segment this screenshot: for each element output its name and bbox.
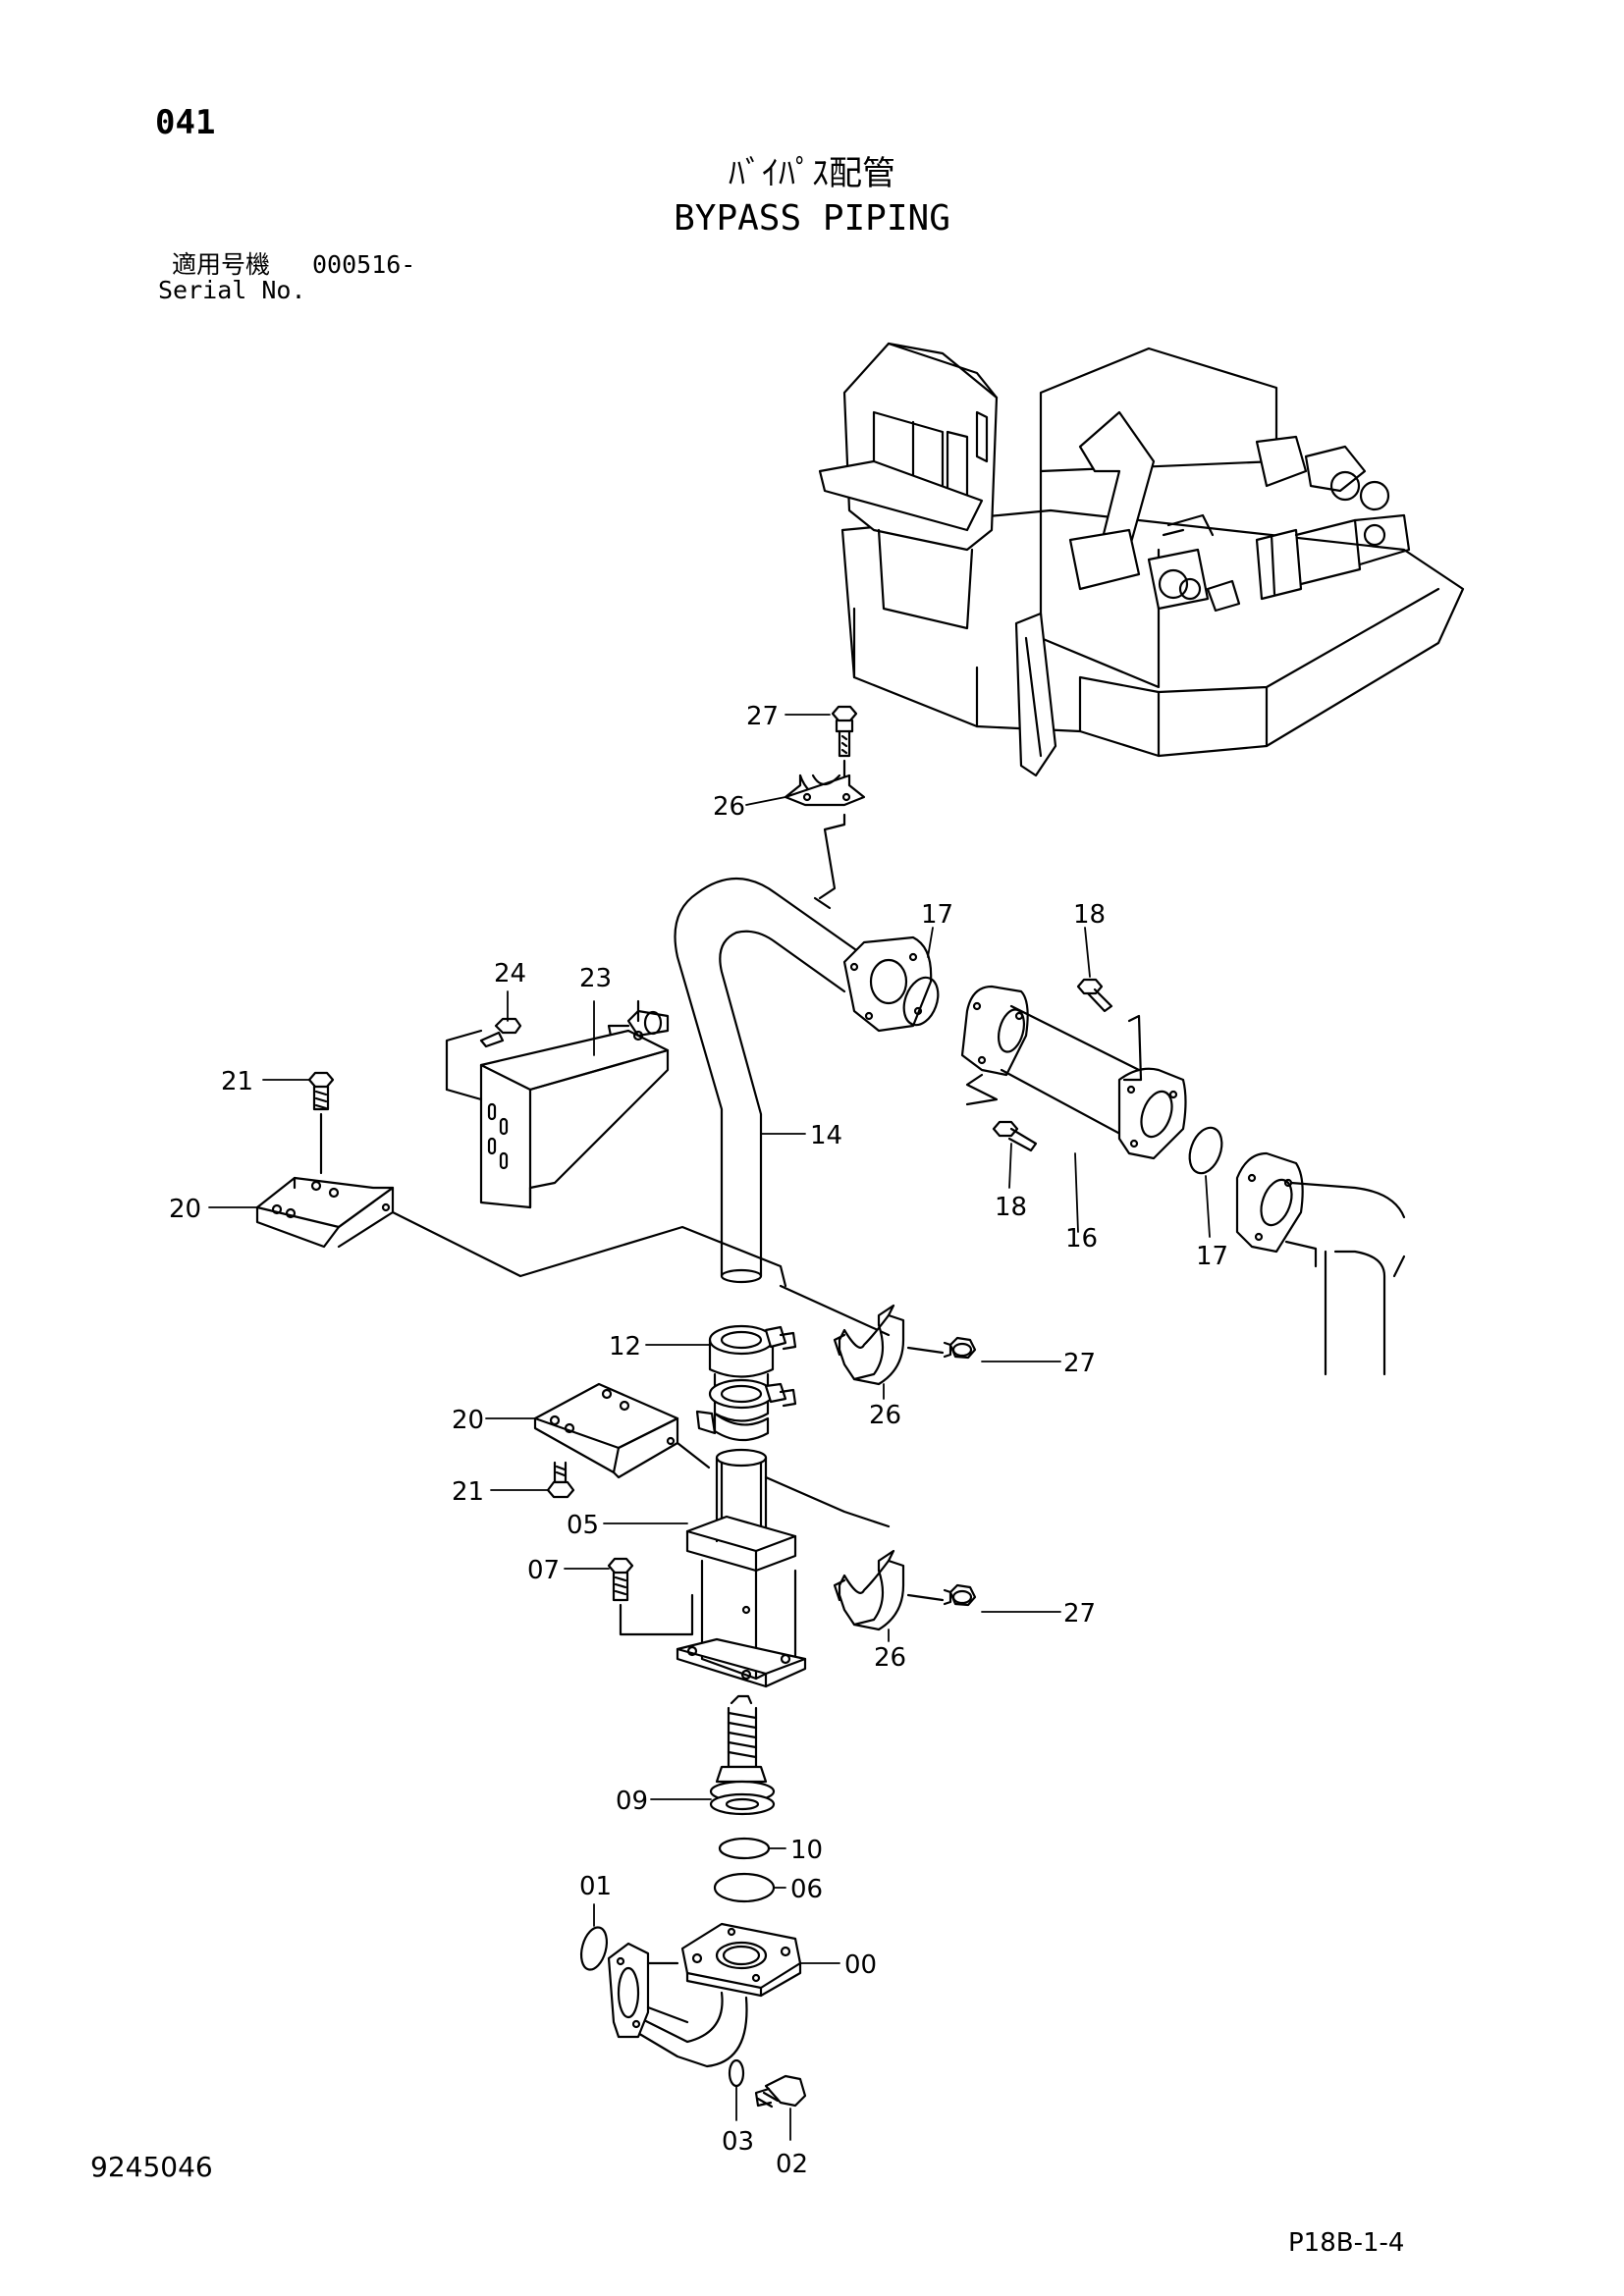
- page-number: 041: [155, 103, 216, 142]
- callout-07: 07: [527, 1556, 560, 1585]
- bracket-23: [445, 999, 670, 1209]
- machine-body-illustration: [818, 342, 1465, 777]
- o-ring-06: [713, 1872, 776, 1903]
- bracket-20-lower: [533, 1382, 711, 1479]
- serial-label-english: Serial No.: [158, 276, 306, 304]
- callout-18-lower: 18: [995, 1193, 1027, 1222]
- bolt-18-upper: [1076, 978, 1143, 1082]
- bolt-07: [607, 1557, 694, 1636]
- callout-02: 02: [776, 2150, 808, 2179]
- title-japanese: ﾊﾞｲﾊﾟｽ配管: [729, 154, 895, 193]
- bolt-21-upper: [307, 1071, 335, 1175]
- callout-20-lower: 20: [452, 1406, 484, 1435]
- callout-26-top: 26: [713, 792, 745, 822]
- title-english: BYPASS PIPING: [674, 198, 950, 239]
- callout-06: 06: [790, 1875, 823, 1904]
- pipe-flange-upper: [842, 935, 933, 1033]
- o-ring-17-lower: [1188, 1126, 1223, 1175]
- callout-27-top: 27: [746, 702, 779, 731]
- hose-clamp-12: [695, 1324, 797, 1442]
- serial-label-japanese: 適用号機: [172, 250, 271, 279]
- upper-clamp-assembly: [784, 705, 866, 900]
- drawing-number: 9245046: [90, 2151, 213, 2183]
- bolt-18-lower: [965, 1073, 1038, 1152]
- callout-27-middle: 27: [1063, 1349, 1096, 1378]
- valve-09: [709, 1694, 776, 1816]
- callout-20-upper: 20: [169, 1195, 201, 1224]
- leader-lines: [208, 714, 1211, 2141]
- bracket-20-upper: [255, 1176, 787, 1288]
- serial-value: 000516-: [312, 250, 416, 279]
- pipe-05: [676, 1448, 891, 1688]
- callout-03: 03: [722, 2127, 754, 2157]
- clamp-26-lower: [833, 1549, 905, 1631]
- callout-23: 23: [579, 964, 612, 993]
- callout-09: 09: [616, 1787, 648, 1816]
- bolt-27-lower: [906, 1583, 977, 1607]
- callout-05: 05: [567, 1511, 599, 1540]
- bolt-27-middle: [906, 1336, 977, 1360]
- callout-18-upper: 18: [1073, 900, 1106, 930]
- callout-labels: 27 26 17 18 24 23 21 14 20 18 16 17 12 2…: [169, 702, 1228, 2179]
- callout-17-upper: 17: [921, 900, 953, 930]
- page-reference: P18B-1-4: [1288, 2228, 1405, 2258]
- pipe-flange-right: [1235, 1151, 1406, 1376]
- washer-03: [728, 2058, 745, 2088]
- bolt-02: [754, 2074, 807, 2109]
- callout-10: 10: [790, 1836, 823, 1865]
- callout-12: 12: [609, 1332, 641, 1362]
- callout-27-lower: 27: [1063, 1599, 1096, 1629]
- callout-01: 01: [579, 1872, 612, 1901]
- bypass-pipe-16: [960, 985, 1187, 1160]
- callout-00: 00: [844, 1950, 877, 1980]
- bypass-pipe-14: [674, 877, 861, 1284]
- callout-21-lower: 21: [452, 1477, 484, 1507]
- clamp-26-middle: [779, 1284, 905, 1386]
- callout-24: 24: [494, 959, 526, 988]
- callout-21-upper: 21: [221, 1067, 253, 1096]
- callout-26-lower: 26: [874, 1643, 906, 1673]
- callout-26-middle: 26: [869, 1401, 901, 1430]
- bolt-24: [479, 1017, 522, 1048]
- o-ring-17-upper: [902, 976, 940, 1027]
- o-ring-01: [579, 1926, 609, 1971]
- elbow-00: [607, 1922, 802, 2068]
- callout-17-lower: 17: [1196, 1242, 1228, 1271]
- callout-14: 14: [810, 1121, 842, 1150]
- bolt-21-lower: [546, 1461, 575, 1499]
- callout-16: 16: [1065, 1224, 1098, 1254]
- o-ring-10: [718, 1837, 771, 1860]
